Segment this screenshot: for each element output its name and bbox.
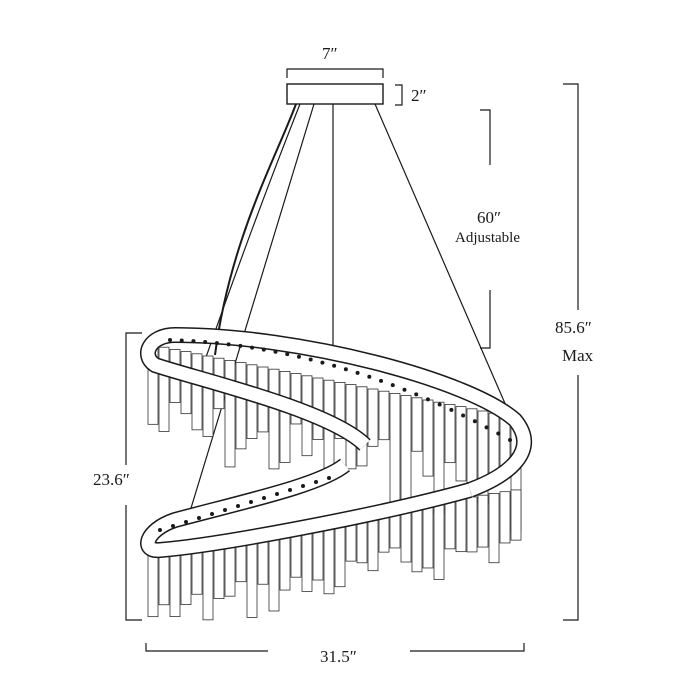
led-dot xyxy=(262,496,266,500)
led-dot xyxy=(171,524,175,528)
crystal-rod xyxy=(400,395,412,509)
led-dot xyxy=(437,402,442,407)
cable xyxy=(204,103,301,361)
led-dot xyxy=(168,338,172,342)
led-dot xyxy=(425,397,430,402)
led-dot xyxy=(484,425,489,430)
cable-note-label: Adjustable xyxy=(455,230,520,247)
spiral-band-upper xyxy=(140,326,533,498)
led-dot xyxy=(226,342,231,347)
led-dot xyxy=(320,360,325,365)
crystal-rod xyxy=(488,493,500,564)
led-dot xyxy=(236,504,240,508)
led-dot xyxy=(367,374,372,379)
fixture-height-bracket xyxy=(125,332,142,621)
led-dot xyxy=(508,438,512,442)
crystal-rod xyxy=(433,501,445,580)
crystal-rod xyxy=(378,390,390,441)
cable-length-label: 60″ xyxy=(477,208,502,228)
led-dot xyxy=(327,476,331,480)
crystal-rod xyxy=(499,491,511,544)
overall-height-bracket xyxy=(563,83,579,621)
crystal-rod xyxy=(158,346,170,432)
crystal-rod xyxy=(444,403,456,464)
led-dot xyxy=(261,347,266,352)
led-dot xyxy=(496,431,501,436)
led-dot xyxy=(414,392,419,397)
crystal-rod xyxy=(455,498,467,553)
led-dot xyxy=(210,512,214,516)
crystal-rod xyxy=(334,381,346,439)
cable-length-bracket xyxy=(480,109,491,349)
crystal-rod xyxy=(147,547,159,618)
crystal-rod xyxy=(400,507,412,563)
led-dot xyxy=(273,349,278,354)
fixture-diameter-label: 31.5″ xyxy=(320,647,357,667)
crystal-rod xyxy=(444,500,456,550)
canopy-width-label: 7″ xyxy=(322,44,338,64)
crystal-rod xyxy=(455,406,467,482)
led-dot xyxy=(158,528,162,532)
led-dots xyxy=(158,338,512,532)
spiral-band-lower xyxy=(140,458,473,559)
led-dot xyxy=(314,480,318,484)
crystal-rod xyxy=(279,370,291,463)
crystal-rod xyxy=(356,386,368,467)
led-dot xyxy=(449,407,454,412)
crystal-rod xyxy=(367,388,379,447)
crystal-rod xyxy=(466,496,478,553)
overall-note-label: Max xyxy=(562,346,594,366)
cable xyxy=(214,103,297,356)
led-dot xyxy=(249,500,253,504)
led-dot xyxy=(379,378,384,383)
cable xyxy=(187,103,315,519)
led-dot xyxy=(191,339,196,344)
fixture-diameter-bracket xyxy=(145,643,525,652)
crystal-rod xyxy=(389,392,401,505)
led-dot xyxy=(390,383,395,388)
led-dot xyxy=(343,367,348,372)
led-dot xyxy=(355,370,360,375)
lower-crystal-tier xyxy=(147,489,522,621)
led-dot xyxy=(472,419,477,424)
canopy-width-bracket xyxy=(286,68,384,78)
led-dot xyxy=(184,520,188,524)
led-dot xyxy=(179,338,184,343)
canopy-height-label: 2″ xyxy=(411,86,427,106)
led-dot xyxy=(197,516,201,520)
led-dot xyxy=(223,508,227,512)
fixture-height-label: 23.6″ xyxy=(93,470,130,490)
led-dot xyxy=(203,339,208,344)
crystal-rod xyxy=(422,503,434,569)
led-dot xyxy=(461,413,466,418)
crystal-rod xyxy=(422,399,434,477)
canopy xyxy=(286,83,384,105)
crystal-rod xyxy=(202,355,214,437)
led-dot xyxy=(214,341,219,346)
led-dot xyxy=(301,484,305,488)
crystal-rod xyxy=(224,359,236,468)
canopy-height-bracket xyxy=(395,84,403,106)
led-dot xyxy=(250,345,255,350)
crystal-rod xyxy=(268,368,280,470)
led-dot xyxy=(285,352,290,357)
led-dot xyxy=(402,387,407,392)
cable xyxy=(374,103,521,439)
led-dot xyxy=(332,363,337,368)
led-dot xyxy=(238,343,243,348)
crystal-rod xyxy=(510,489,522,541)
led-dot xyxy=(296,354,301,359)
crystal-rod xyxy=(411,397,423,452)
led-dot xyxy=(275,492,279,496)
crystal-rod xyxy=(191,353,203,431)
crystal-rod xyxy=(411,505,423,573)
overall-height-label: 85.6″ xyxy=(555,318,592,338)
led-dot xyxy=(308,357,313,362)
crystal-rod xyxy=(235,362,247,450)
led-dot xyxy=(288,488,292,492)
crystal-rod xyxy=(477,494,489,548)
